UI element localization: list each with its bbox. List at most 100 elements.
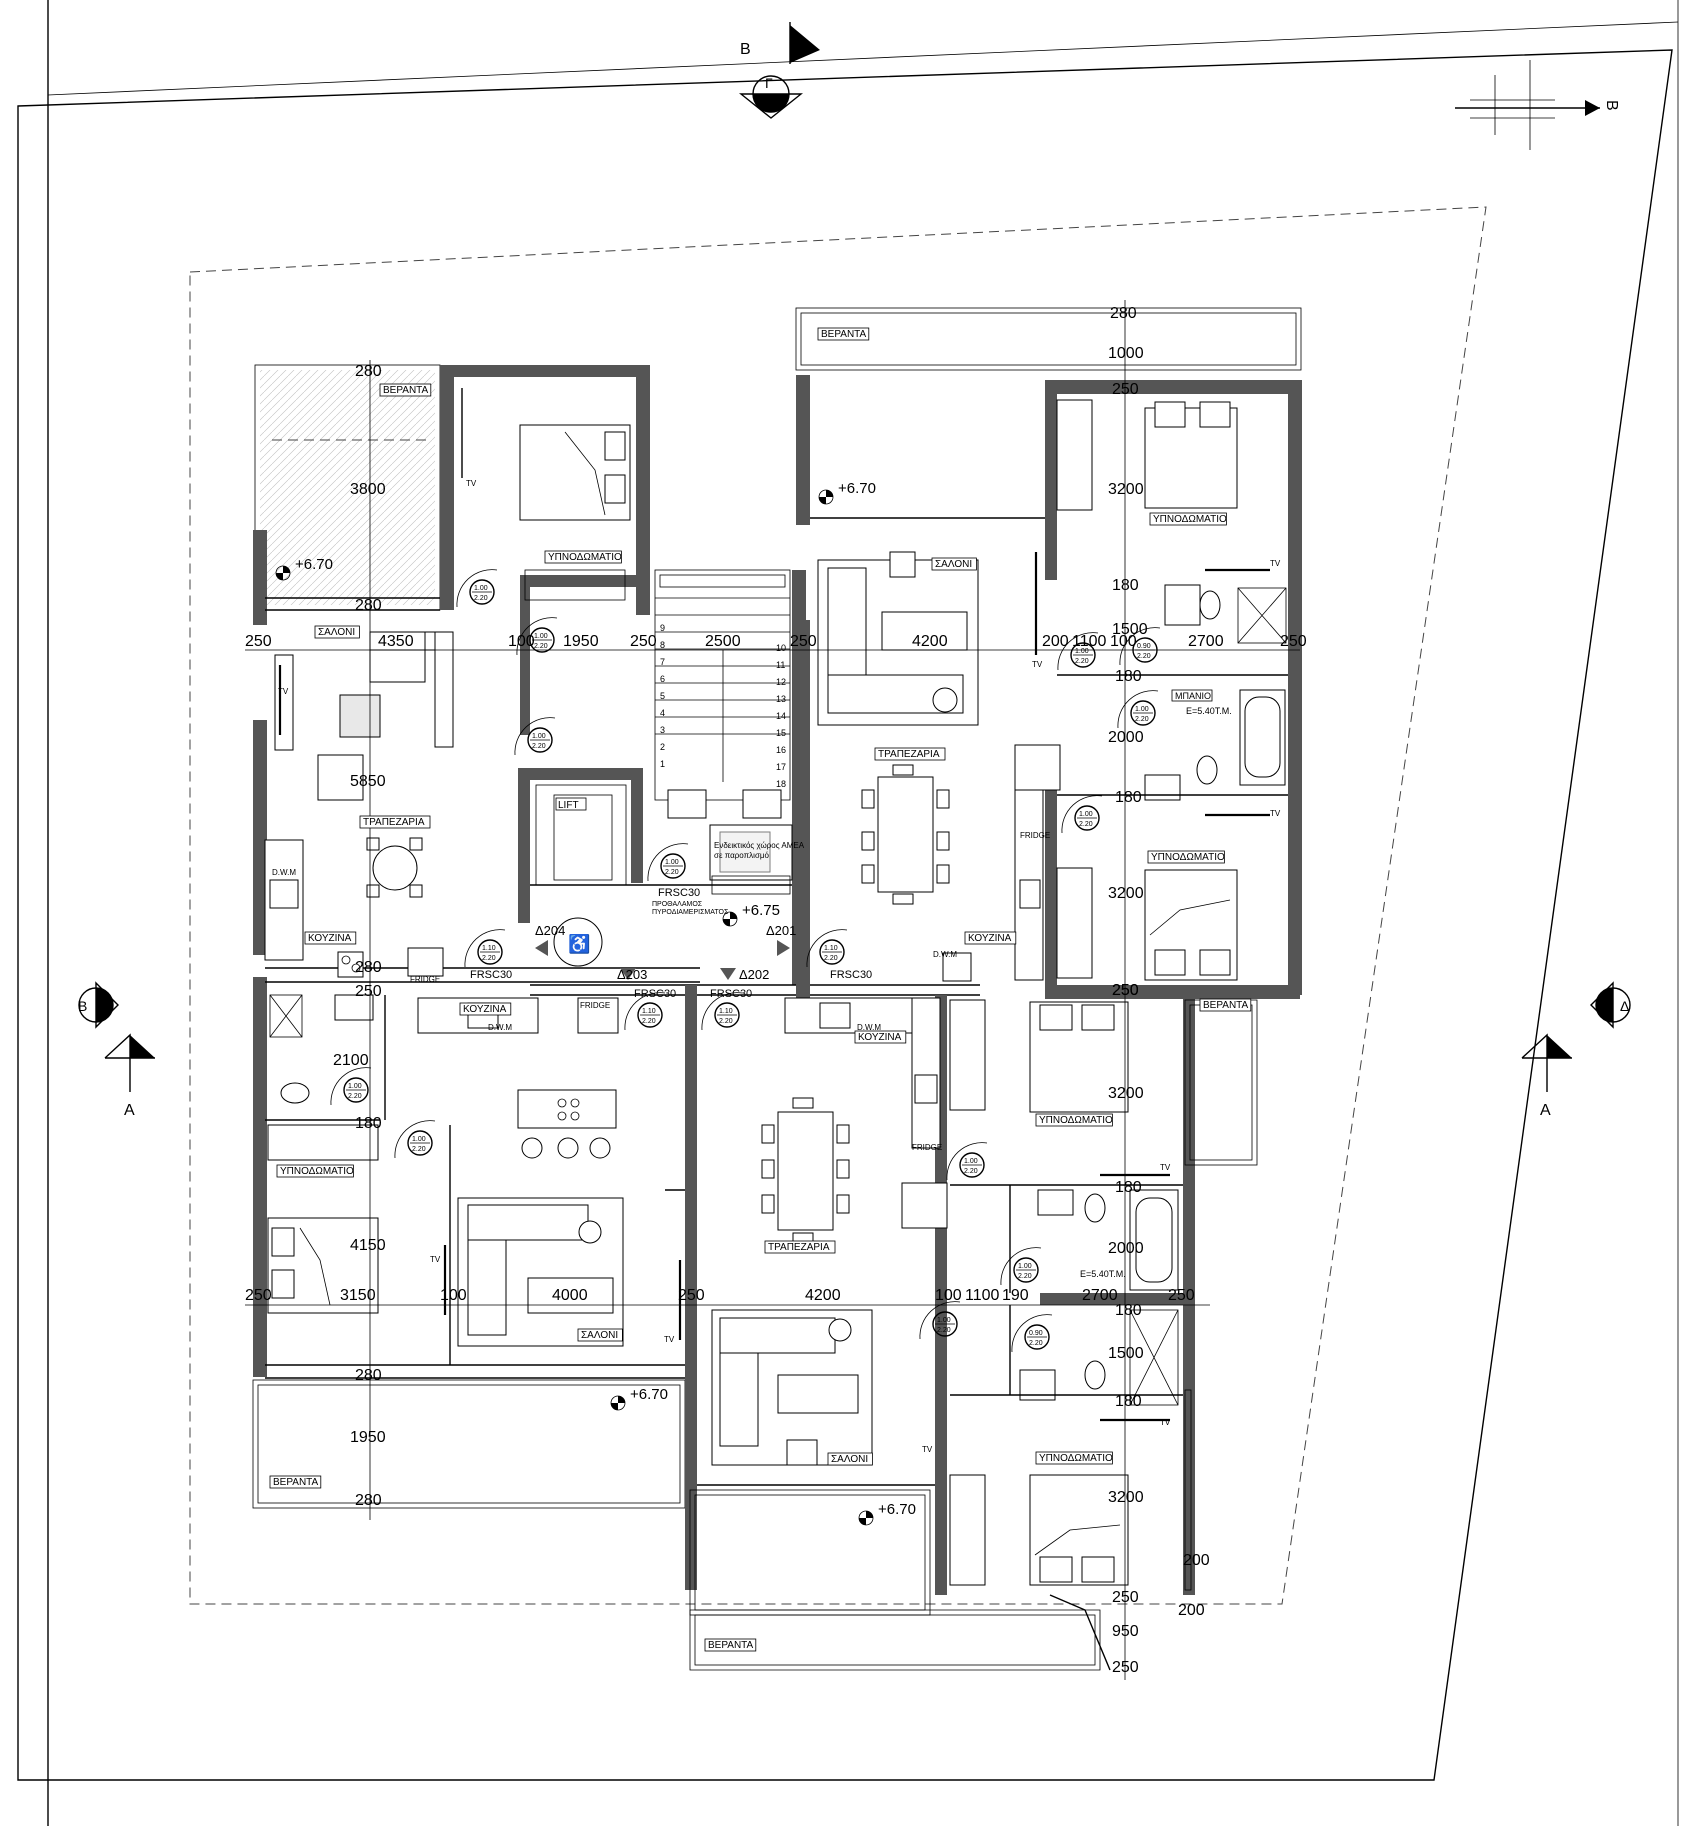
dim-label: 5850 [350, 773, 386, 790]
dim-label: 190 [1002, 1287, 1029, 1304]
stair-number: 8 [660, 640, 665, 650]
room-tag-bedroom: ΥΠΝΟΔΩΜΑΤΙΟ [1039, 1453, 1113, 1464]
level-value: +6.75 [742, 902, 780, 919]
section-label-b-top: B [740, 41, 751, 58]
appliance-label-dishwasher: D.W.M [272, 868, 296, 877]
dim-label: 1500 [1112, 621, 1148, 638]
dim-label: 200 [1183, 1552, 1210, 1569]
dim-label: 250 [678, 1287, 705, 1304]
dim-label: 1100 [965, 1287, 1000, 1304]
door-symbol-icon [1074, 805, 1100, 831]
door-height: 2.20 [1079, 821, 1093, 828]
appliance-label-fridge: FRIDGE [912, 1143, 942, 1152]
dim-label: 2700 [1082, 1287, 1118, 1304]
building-core: LIFT ♿ [518, 569, 980, 996]
stair-number: 13 [776, 694, 786, 704]
stair-number: 10 [776, 643, 786, 653]
room-tag-box [276, 1164, 354, 1178]
door-swing [1011, 1314, 1053, 1353]
apartment-ne [795, 307, 1302, 1000]
door-symbol-icon [1132, 637, 1158, 663]
dimension-lines [245, 300, 1300, 1680]
door-symbol-icon [477, 939, 503, 965]
door-width: 1.00 [412, 1136, 426, 1143]
room-tag-box [459, 1002, 512, 1016]
door-height: 2.20 [1135, 716, 1149, 723]
appliance-label-dishwasher: D.W.M [857, 1023, 881, 1032]
door-symbol-icon [959, 1152, 985, 1178]
apartment-nw [253, 364, 700, 1377]
door-swing [516, 617, 558, 656]
section-label-a-left: A [124, 1102, 135, 1119]
room-tag-box [304, 931, 357, 945]
room-tag-veranda: ΒΕΡΑΝΤΑ [1203, 1000, 1249, 1011]
dim-label: 250 [355, 983, 382, 1000]
dim-label: 4350 [378, 633, 414, 650]
dim-label: 280 [355, 597, 382, 614]
section-label-g: Γ [765, 75, 773, 91]
dim-label: 2100 [333, 1052, 369, 1069]
door-tag-d201: Δ201 [766, 923, 796, 938]
appliance-label-tv: TV [664, 1335, 675, 1344]
door-height: 2.20 [642, 1018, 656, 1025]
door-swing [1117, 690, 1159, 729]
appliance-label-tv: TV [430, 1255, 441, 1264]
dim-label: 3200 [1108, 1085, 1144, 1102]
door-symbol-icon [1013, 1257, 1039, 1283]
dim-label: 180 [1115, 789, 1142, 806]
dim-label: 4000 [552, 1287, 588, 1304]
dim-label: 250 [245, 1287, 272, 1304]
door-swing [394, 1120, 436, 1159]
dim-label: 280 [1110, 305, 1137, 322]
room-tag-living: ΣΑΛΟΝΙ [581, 1330, 618, 1341]
bath-label-box [1171, 689, 1213, 702]
stair-number: 11 [776, 660, 785, 670]
appliance-label-fridge: FRIDGE [580, 1001, 610, 1010]
room-tag-box [931, 557, 977, 571]
level-marker-fill [276, 566, 290, 580]
appliance-label-dishwasher: D.W.M [933, 950, 957, 959]
door-height: 2.20 [534, 643, 548, 650]
door-symbols: 1.002.201.002.201.002.201.002.201.102.20… [330, 569, 1161, 1353]
room-tag-box [379, 383, 432, 397]
dim-label: 100 [440, 1287, 467, 1304]
door-swing [1061, 795, 1103, 834]
stair-number: 17 [776, 762, 786, 772]
dim-label: 950 [1112, 1623, 1139, 1640]
door-height: 2.20 [412, 1146, 426, 1153]
door-width: 1.10 [642, 1008, 656, 1015]
fire-door-label: FRSC30 [710, 988, 752, 1000]
door-swing [701, 992, 743, 1031]
door-swing [806, 929, 848, 968]
level-markers: +6.70+6.70+6.75+6.70+6.70 [275, 480, 916, 1526]
door-swing [919, 1301, 961, 1340]
fire-door-label: FRSC30 [658, 887, 700, 899]
room-tag-bedroom: ΥΠΝΟΔΩΜΑΤΙΟ [280, 1166, 354, 1177]
door-height: 2.20 [665, 869, 679, 876]
level-marker-fill [611, 1396, 625, 1410]
dim-label: 3200 [1108, 481, 1144, 498]
door-width: 1.10 [482, 945, 496, 952]
door-height: 2.20 [474, 595, 488, 602]
dim-label: 180 [355, 1115, 382, 1132]
section-label-b-right: B [1603, 100, 1620, 111]
stair-number: 12 [776, 677, 786, 687]
stair-number: 14 [776, 711, 786, 721]
door-height: 2.20 [532, 743, 546, 750]
door-width: 1.00 [532, 733, 546, 740]
stair-number: 5 [660, 691, 665, 701]
door-symbol-icon [637, 1002, 663, 1028]
door-swing [624, 992, 666, 1031]
door-width: 1.00 [1075, 648, 1089, 655]
door-tag-d202: Δ202 [739, 967, 769, 982]
door-symbol-icon [469, 579, 495, 605]
door-width: 1.10 [719, 1008, 733, 1015]
dim-label: 250 [1112, 381, 1139, 398]
door-height: 2.20 [1137, 653, 1151, 660]
room-tag-box [1149, 512, 1227, 526]
lift-label-box [555, 797, 587, 811]
stair-number: 2 [660, 742, 665, 752]
stair-number: 18 [776, 779, 786, 789]
door-height: 2.20 [1075, 658, 1089, 665]
